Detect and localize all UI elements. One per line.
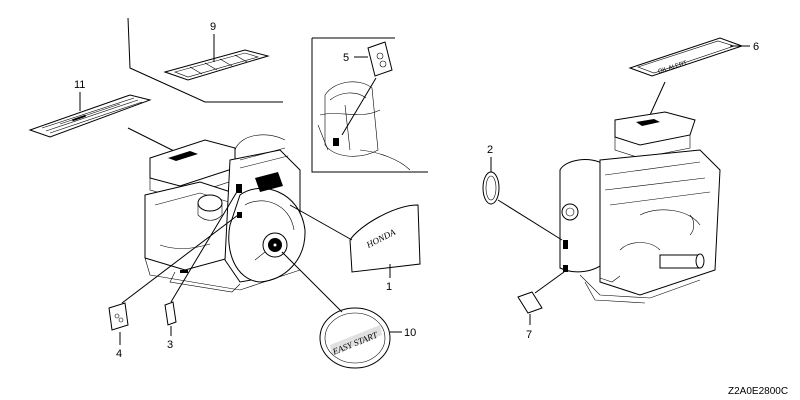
diagram-code: Z2A0E2800C <box>728 386 788 397</box>
label-part-6: OIL ALERT <box>628 37 744 77</box>
leader-1 <box>289 204 353 241</box>
callout-10: 10 <box>404 327 416 339</box>
label-part-10: EASY START <box>319 307 391 369</box>
leader-2-to-engine <box>497 199 563 241</box>
engine-right <box>559 111 721 304</box>
label-part-9 <box>163 49 270 81</box>
callout-9: 9 <box>210 21 216 33</box>
callout-6: 6 <box>753 41 759 53</box>
engine-left <box>144 134 306 293</box>
leader-10-engine <box>281 251 343 313</box>
leader-11-to-engine <box>127 127 177 153</box>
leader-5-to-inset <box>341 77 377 136</box>
callout-2: 2 <box>487 144 493 156</box>
callout-4: 4 <box>116 348 122 360</box>
label-part-11 <box>28 94 152 138</box>
label-part-1: HONDA <box>349 204 421 273</box>
callout-11: 11 <box>74 79 85 91</box>
label-part-3 <box>164 301 177 326</box>
leader-6-to-engine <box>649 81 666 116</box>
bracket-9 <box>127 17 283 103</box>
callout-5: 5 <box>343 52 349 64</box>
inset-box <box>311 37 428 173</box>
callout-3: 3 <box>167 339 173 351</box>
label-part-5 <box>367 41 393 77</box>
callout-7: 7 <box>526 329 532 341</box>
label-part-7 <box>517 291 543 314</box>
leader-4-engine <box>121 214 239 304</box>
callout-1: 1 <box>386 281 392 293</box>
label-part-2 <box>482 171 500 205</box>
leader-7-engine <box>534 271 565 294</box>
leader-3-engine <box>170 189 239 303</box>
label-part-4 <box>108 302 129 331</box>
